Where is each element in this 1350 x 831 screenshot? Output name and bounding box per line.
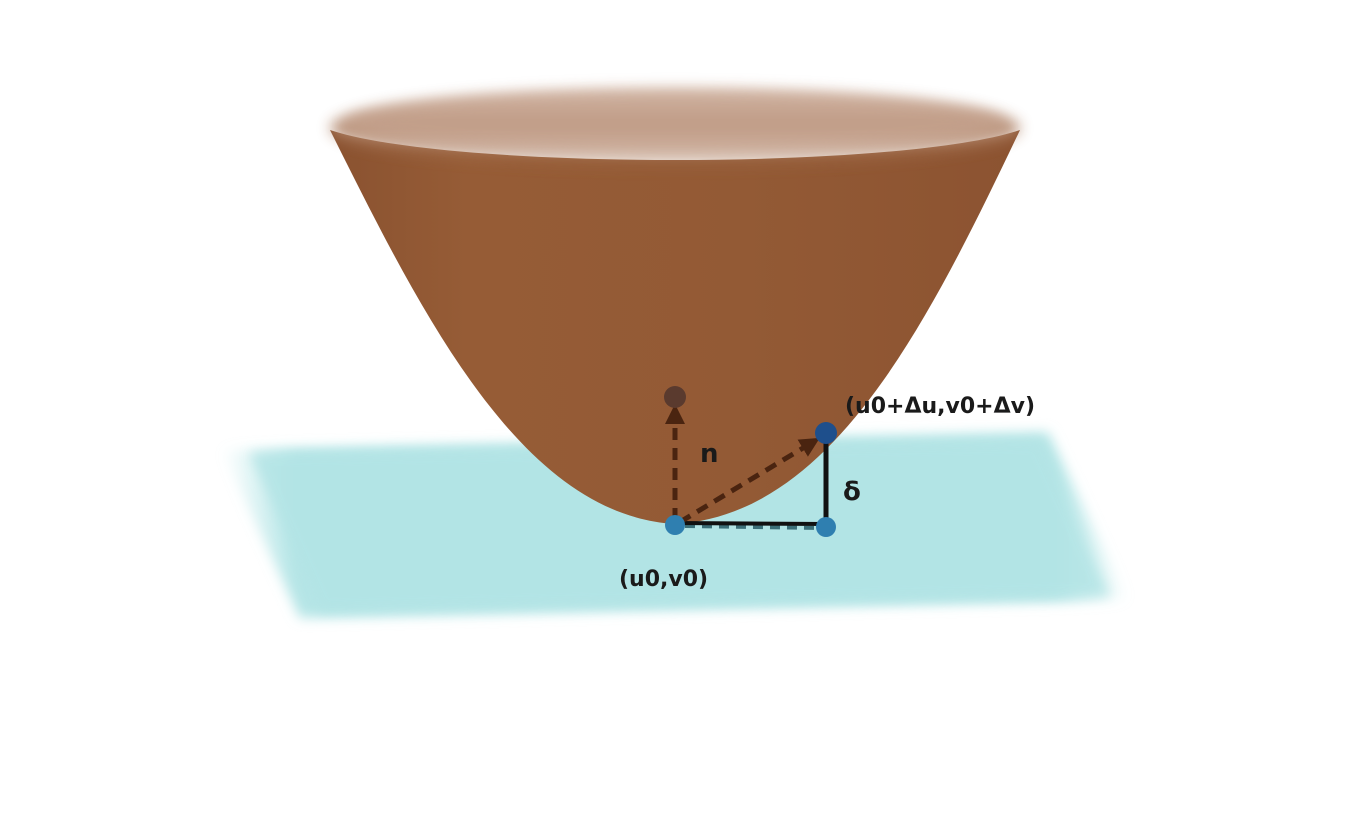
normal-tip-point (664, 386, 686, 408)
displaced-surface-point (815, 422, 837, 444)
normal-label: n (700, 439, 719, 469)
delta-label: δ (843, 477, 861, 507)
plane-direction-dashed (684, 524, 821, 530)
origin-point (665, 515, 685, 535)
displaced-point-label: (u0+Δu,v0+Δv) (845, 394, 1035, 419)
offset-triangle (675, 436, 829, 526)
displacement-arrow (678, 437, 820, 525)
paraboloid-surface (330, 88, 1020, 524)
base-segment (675, 521, 827, 526)
origin-point-label: (u0,v0) (619, 567, 708, 592)
plane-corner-point (816, 517, 836, 537)
